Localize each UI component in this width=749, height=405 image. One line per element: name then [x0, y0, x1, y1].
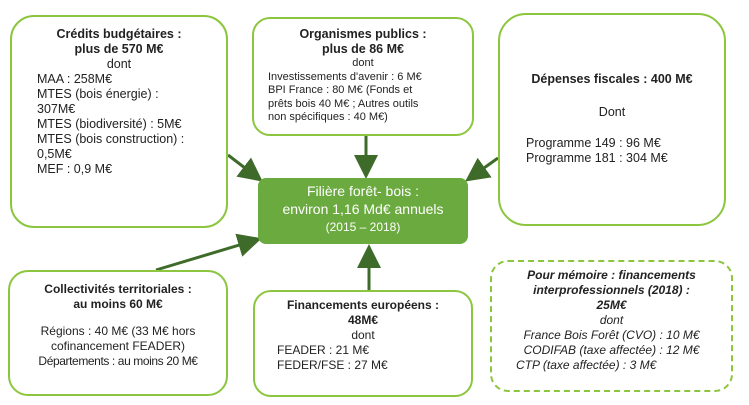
arrow-credits	[227, 153, 263, 182]
depenses-fiscales-box: Dépenses fiscales : 400 M€ Dont Programm…	[498, 13, 726, 226]
credits-dont: dont	[106, 57, 132, 71]
credits-amount: plus de 570 M€	[74, 42, 164, 56]
organismes-amount: plus de 86 M€	[322, 42, 404, 56]
list-item: Régions : 40 M€ (33 M€ hors	[40, 324, 196, 338]
list-item: MEF : 0,9 M€	[37, 162, 113, 176]
center-amount: environ 1,16 Md€ annuels	[282, 201, 444, 217]
list-item: 0,5M€	[37, 147, 72, 161]
europeens-title: Financements européens :	[286, 298, 440, 312]
arrow-collectivites	[155, 233, 262, 272]
list-item: BPI France : 80 M€ (Fonds et	[268, 84, 413, 96]
arrow-fiscales	[465, 156, 499, 182]
list-item: MTES (bois énergie) :	[37, 87, 159, 101]
center-title: Filière forêt- bois :	[306, 183, 420, 199]
organismes-publics-box: Organismes publics : plus de 86 M€ dont …	[252, 17, 474, 136]
organismes-title: Organismes publics :	[299, 27, 427, 41]
memoire-dont: dont	[599, 313, 624, 327]
list-item: FEADER : 21 M€	[277, 343, 370, 357]
list-item: prêts bois 40 M€ ; Autres outils	[268, 97, 419, 110]
financements-europeens-box: Financements européens : 48M€ dont FEADE…	[253, 290, 473, 397]
list-item: MTES (bois construction) :	[37, 132, 185, 146]
organismes-dont: dont	[352, 57, 374, 69]
europeens-amount: 48M€	[347, 313, 379, 327]
list-item: CODIFAB (taxe affectée) : 12 M€	[523, 343, 700, 357]
memoire-title: Pour mémoire : financements	[527, 268, 696, 282]
europeens-dont: dont	[351, 328, 375, 342]
filiere-foret-bois-total: Filière forêt- bois : environ 1,16 Md€ a…	[258, 178, 468, 244]
list-item: Départements : au moins 20 M€	[38, 354, 198, 368]
list-item: MAA : 258M€	[37, 72, 113, 86]
fiscales-title: Dépenses fiscales : 400 M€	[531, 72, 693, 86]
memoire-subtitle: interprofessionnels (2018) :	[533, 283, 690, 297]
credits-title: Crédits budgétaires :	[56, 27, 182, 41]
credits-budgetaires-box: Crédits budgétaires : plus de 570 M€ don…	[10, 15, 228, 228]
list-item: Programme 149 : 96 M€	[526, 136, 661, 150]
list-item: non spécifiques : 40 M€)	[268, 111, 388, 123]
collectivites-box: Collectivités territoriales : au moins 6…	[8, 270, 228, 396]
list-item: CTP (taxe affectée) : 3 M€	[516, 358, 657, 372]
collectivites-title: Collectivités territoriales :	[44, 282, 192, 296]
list-item: 307M€	[37, 102, 76, 116]
list-item: France Bois Forêt (CVO) : 10 M€	[523, 328, 700, 342]
list-item: Programme 181 : 304 M€	[526, 151, 668, 165]
list-item: cofinancement FEADER)	[50, 339, 186, 353]
list-item: FEDER/FSE : 27 M€	[277, 358, 388, 372]
list-item: Investissements d'avenir : 6 M€	[268, 70, 422, 83]
fiscales-dont: Dont	[598, 105, 626, 119]
list-item: MTES (biodiversité) : 5M€	[37, 117, 182, 131]
collectivites-amount: au moins 60 M€	[73, 297, 163, 311]
memoire-amount: 25M€	[596, 298, 627, 312]
pour-memoire-box: Pour mémoire : financements interprofess…	[490, 260, 733, 392]
center-period: (2015 – 2018)	[325, 220, 401, 234]
